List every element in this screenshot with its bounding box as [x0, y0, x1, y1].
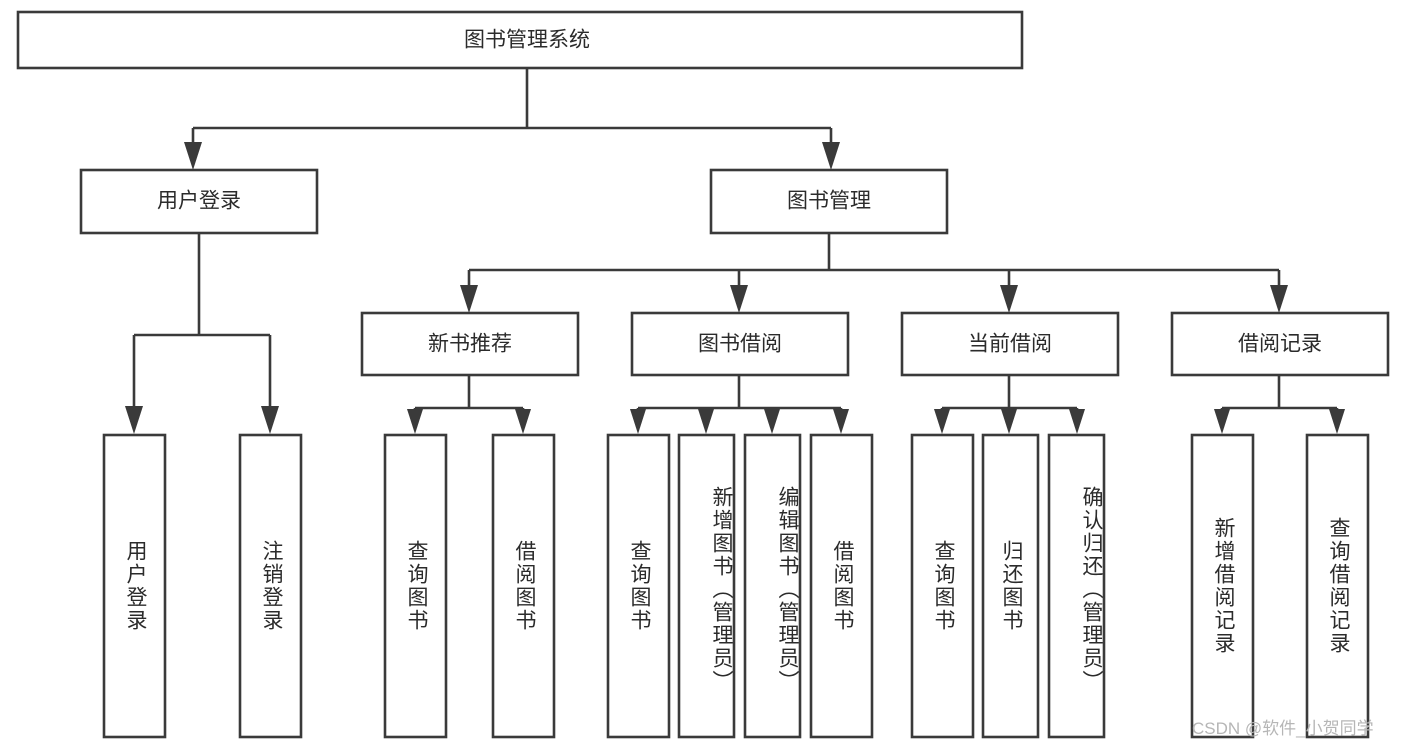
node-box-borrow-record[interactable] — [1170, 311, 1390, 377]
node-box-leaf-query-book-1[interactable] — [383, 433, 448, 739]
node-label-book-borrow: 图书借阅 — [698, 333, 782, 356]
arrow-book-to-record — [1270, 285, 1288, 313]
node-box-leaf-edit-book[interactable] — [743, 433, 802, 739]
connector-group-root — [184, 68, 840, 170]
node-box-new-book[interactable] — [360, 311, 580, 377]
leaf-label-return-book: 归还图书 — [999, 540, 1023, 632]
csdn-watermark: CSDN @软件_小贺同学 — [1192, 719, 1374, 738]
node-box-book-manage[interactable] — [709, 168, 949, 235]
leaf-label-borrow-book-2: 借阅图书 — [830, 540, 854, 632]
node-box-leaf-logout[interactable] — [238, 433, 303, 739]
arrow-root-to-user — [184, 142, 202, 170]
leaf-label-query-book-2: 查询图书 — [627, 540, 651, 632]
node-box-leaf-query-record[interactable] — [1305, 433, 1370, 739]
arrow-record-leaf-1 — [1214, 409, 1230, 434]
leaf-label-logout: 注销登录 — [259, 540, 283, 632]
node-box-book-borrow[interactable] — [630, 311, 850, 377]
arrow-borrow-leaf-4 — [833, 409, 849, 434]
leaf-label-query-book-3: 查询图书 — [931, 540, 955, 632]
connector-group-book-manage — [460, 233, 1288, 313]
arrow-book-to-borrow — [730, 285, 748, 313]
arrow-user-leaf-2 — [261, 406, 279, 434]
arrow-book-to-new — [460, 285, 478, 313]
arrow-current-leaf-2 — [1001, 409, 1017, 434]
node-box-leaf-user-login[interactable] — [102, 433, 167, 739]
arrow-book-to-current — [1000, 285, 1018, 313]
arrow-borrow-leaf-3 — [764, 409, 780, 434]
arrow-record-leaf-2 — [1329, 409, 1345, 434]
node-box-leaf-borrow-book-1[interactable] — [491, 433, 556, 739]
leaf-label-query-book-1: 查询图书 — [404, 540, 428, 632]
arrow-current-leaf-3 — [1069, 409, 1085, 434]
connector-group-current-borrow — [934, 375, 1085, 434]
node-box-leaf-query-book-3[interactable] — [910, 433, 975, 739]
leaf-label-user-login: 用户登录 — [123, 540, 147, 632]
leaf-label-query-record: 查询借阅记录 — [1326, 517, 1350, 655]
node-box-root[interactable] — [16, 10, 1024, 70]
node-box-current-borrow[interactable] — [900, 311, 1120, 377]
arrow-new-leaf-1 — [407, 409, 423, 434]
leaf-label-add-book: 新增图书（管理员） — [710, 485, 733, 693]
leaf-label-edit-book: 编辑图书（管理员） — [776, 485, 799, 693]
node-box-leaf-add-record[interactable] — [1190, 433, 1255, 739]
connector-group-borrow-record — [1214, 375, 1345, 434]
arrow-root-to-book — [822, 142, 840, 170]
node-box-leaf-borrow-book-2[interactable] — [809, 433, 874, 739]
node-label-root: 图书管理系统 — [464, 29, 590, 52]
node-label-borrow-record: 借阅记录 — [1238, 333, 1322, 356]
node-label-book-manage: 图书管理 — [787, 190, 871, 213]
connector-group-book-borrow — [630, 375, 849, 434]
arrow-current-leaf-1 — [934, 409, 950, 434]
node-box-leaf-confirm-return[interactable] — [1047, 433, 1106, 739]
connector-group-user-login — [125, 233, 279, 434]
node-label-new-book: 新书推荐 — [428, 333, 512, 356]
arrow-borrow-leaf-2 — [698, 409, 714, 434]
arrow-borrow-leaf-1 — [630, 409, 646, 434]
node-box-leaf-query-book-2[interactable] — [606, 433, 671, 739]
node-label-user-login: 用户登录 — [157, 190, 241, 213]
node-box-leaf-return-book[interactable] — [981, 433, 1040, 739]
node-box-leaf-add-book[interactable] — [677, 433, 736, 739]
node-label-current-borrow: 当前借阅 — [968, 333, 1052, 356]
node-box-user-login[interactable] — [79, 168, 319, 235]
arrow-new-leaf-2 — [515, 409, 531, 434]
leaf-label-borrow-book-1: 借阅图书 — [512, 540, 536, 632]
connector-group-new-book — [407, 375, 531, 434]
leaf-label-add-record: 新增借阅记录 — [1211, 517, 1235, 655]
leaf-label-confirm-return: 确认归还（管理员） — [1080, 485, 1103, 693]
arrow-user-leaf-1 — [125, 406, 143, 434]
